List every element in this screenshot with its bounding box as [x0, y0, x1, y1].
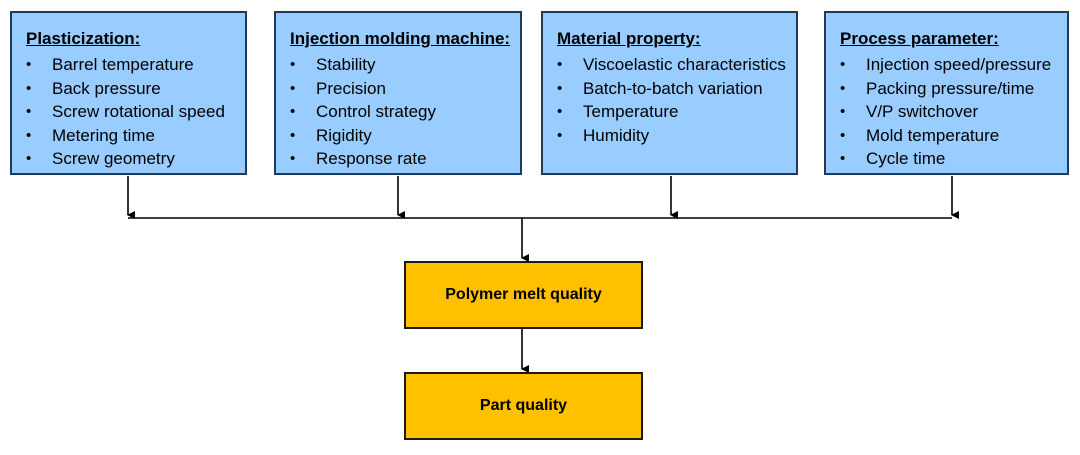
polymer-melt-quality-box: Polymer melt quality: [404, 261, 643, 329]
list-item: Viscoelastic characteristics: [557, 53, 786, 77]
list-item: Cycle time: [840, 147, 1051, 171]
process-parameter-list: Injection speed/pressure Packing pressur…: [840, 53, 1051, 171]
material-property-box: Material property: Viscoelastic characte…: [541, 11, 798, 175]
material-property-list: Viscoelastic characteristics Batch-to-ba…: [557, 53, 786, 147]
list-item: Injection speed/pressure: [840, 53, 1051, 77]
plasticization-box: Plasticization: Barrel temperature Back …: [10, 11, 247, 175]
process-parameter-title: Process parameter:: [840, 29, 999, 48]
injection-machine-box: Injection molding machine: Stability Pre…: [274, 11, 522, 175]
injection-machine-list: Stability Precision Control strategy Rig…: [290, 53, 436, 171]
list-item: Control strategy: [290, 100, 436, 124]
list-item: Batch-to-batch variation: [557, 77, 786, 101]
plasticization-title: Plasticization:: [26, 29, 141, 48]
part-quality-label: Part quality: [479, 397, 568, 414]
list-item: Metering time: [26, 124, 225, 148]
process-parameter-box: Process parameter: Injection speed/press…: [824, 11, 1069, 175]
plasticization-list: Barrel temperature Back pressure Screw r…: [26, 53, 225, 171]
list-item: V/P switchover: [840, 100, 1051, 124]
polymer-melt-quality-label: Polymer melt quality: [445, 286, 602, 303]
list-item: Screw geometry: [26, 147, 225, 171]
list-item: Rigidity: [290, 124, 436, 148]
injection-machine-title: Injection molding machine:: [290, 29, 511, 48]
list-item: Screw rotational speed: [26, 100, 225, 124]
part-quality-box: Part quality: [404, 372, 643, 440]
list-item: Back pressure: [26, 77, 225, 101]
list-item: Mold temperature: [840, 124, 1051, 148]
list-item: Packing pressure/time: [840, 77, 1051, 101]
material-property-title: Material property:: [557, 29, 701, 48]
list-item: Precision: [290, 77, 436, 101]
list-item: Humidity: [557, 124, 786, 148]
list-item: Stability: [290, 53, 436, 77]
list-item: Barrel temperature: [26, 53, 225, 77]
list-item: Response rate: [290, 147, 436, 171]
list-item: Temperature: [557, 100, 786, 124]
